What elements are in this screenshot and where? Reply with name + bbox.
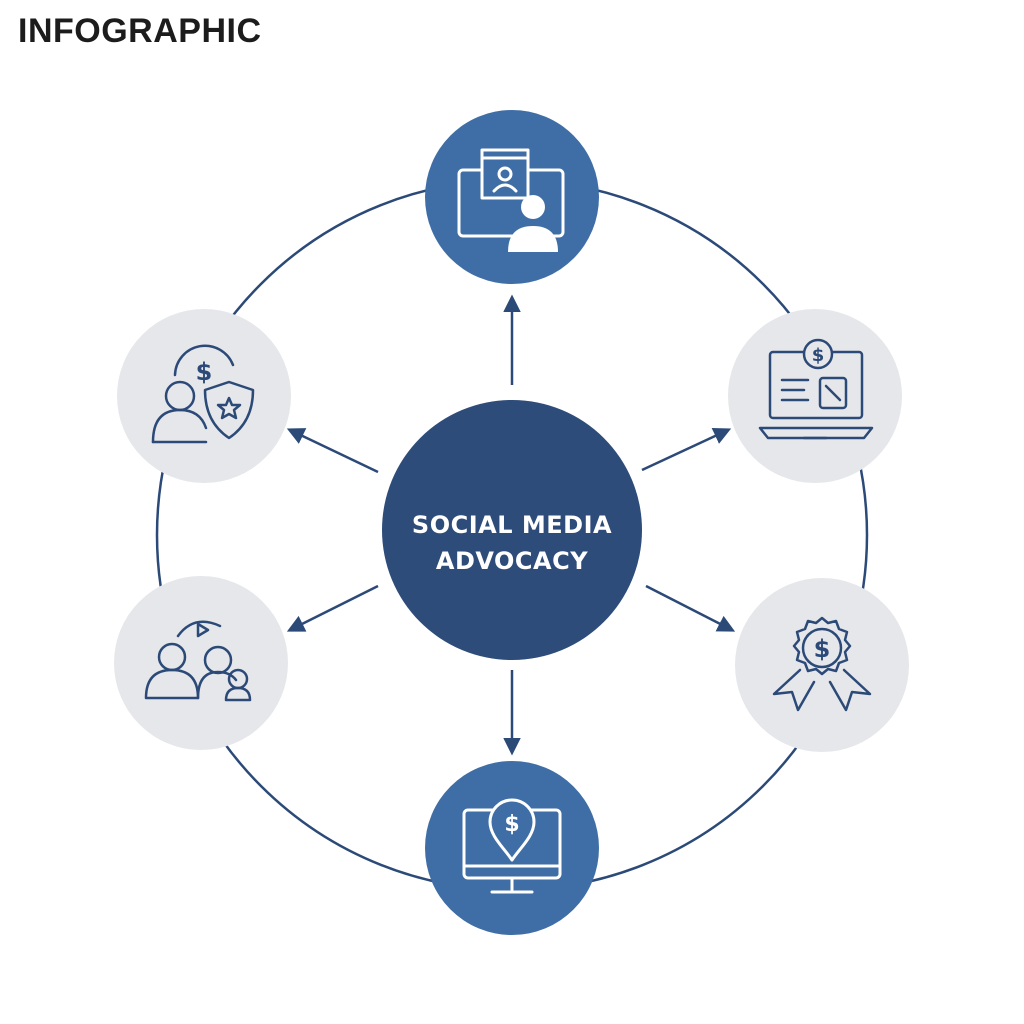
arrow-to-lower-left	[286, 584, 379, 632]
page-title: INFOGRAPHIC	[18, 12, 262, 50]
award-dollar-sign: $	[814, 635, 831, 663]
node-top	[425, 110, 599, 284]
monitor-dollar-pin-icon	[462, 798, 562, 894]
award-ribbon-dollar-icon	[772, 616, 872, 712]
center-label-line1: SOCIAL MEDIA	[412, 511, 612, 539]
node-bottom: $	[425, 761, 599, 935]
node-lower-left	[114, 576, 288, 750]
arrow-to-upper-left	[286, 428, 379, 474]
laptop-dollar-sign: $	[812, 345, 825, 366]
node-upper-right: $	[728, 309, 902, 483]
arrow-to-lower-right	[645, 584, 736, 632]
center-hub: SOCIAL MEDIA ADVOCACY	[382, 400, 642, 660]
node-upper-left: $	[117, 309, 291, 483]
node-lower-right: $	[735, 578, 909, 752]
spoke-arrows	[286, 294, 736, 756]
person-dollar-shield-icon	[151, 344, 255, 444]
employee-profile-screen-icon	[457, 148, 565, 252]
center-label-line2: ADVOCACY	[436, 547, 588, 575]
laptop-dollar-content-icon	[758, 338, 874, 440]
people-share-icon	[144, 620, 252, 702]
person-dollar-sign: $	[196, 358, 213, 386]
arrow-to-upper-right	[641, 427, 732, 472]
monitor-dollar-sign: $	[504, 812, 519, 837]
